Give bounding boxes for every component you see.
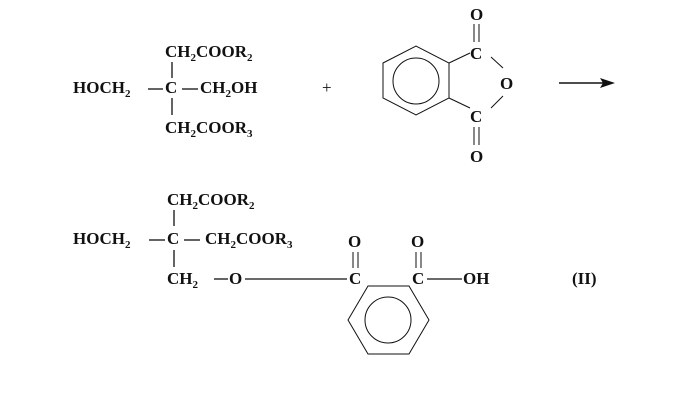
r1-right-group: CH2OH [200,78,257,100]
reaction-arrow-icon [559,78,615,88]
bond [448,97,471,109]
r1-left-group: HOCH2 [73,78,131,100]
anhydride-bottom-oxygen: O [470,147,483,166]
bond [490,95,504,109]
r1-bottom-group: CH2COOR3 [165,118,253,140]
r1-top-group: CH2COOR2 [165,42,253,64]
ester-carbon: C [349,269,361,288]
p-right-group: CH2COOR3 [205,229,293,251]
acid-carbonyl-oxygen: O [411,232,424,251]
benzene-ring [347,285,430,355]
compound-label: (II) [572,269,597,288]
reactant-2-phthalic-anhydride: C O O C O [382,5,513,166]
anhydride-top-oxygen: O [470,5,483,24]
anhydride-bottom-carbon: C [470,107,482,126]
plus-sign: + [322,78,332,97]
reactant-1: CH2COOR2 HOCH2 C CH2OH CH2COOR3 [73,42,257,140]
acid-carbon: C [412,269,424,288]
p-bottom-group: CH2 [167,269,199,291]
bond [490,56,504,69]
anhydride-top-carbon: C [470,44,482,63]
ether-oxygen: O [229,269,242,288]
aromatic-circle [392,57,440,105]
anhydride-ring-oxygen: O [500,74,513,93]
acid-hydroxyl: OH [463,269,489,288]
bond [448,52,471,64]
p-top-group: CH2COOR2 [167,190,255,212]
ester-carbonyl-oxygen: O [348,232,361,251]
product-II: CH2COOR2 HOCH2 C CH2COOR3 CH2 O O C O C … [73,190,597,355]
p-left-group: HOCH2 [73,229,131,251]
r1-center-carbon: C [165,78,177,97]
aromatic-circle [364,296,412,344]
p-center-carbon: C [167,229,179,248]
